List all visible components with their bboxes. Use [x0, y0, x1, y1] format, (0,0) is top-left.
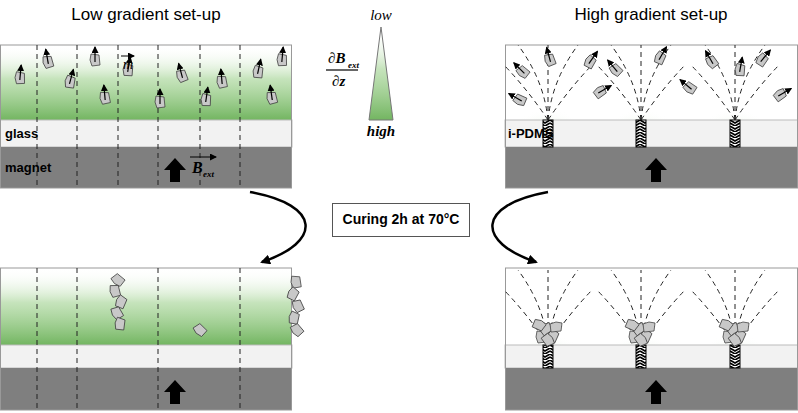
- subscript: ext: [203, 170, 214, 179]
- particle: [510, 59, 531, 80]
- low-gradient-panel: [0, 45, 292, 188]
- particle: [289, 322, 304, 338]
- high-gradient-panel: [503, 45, 798, 188]
- particle: [550, 322, 562, 332]
- particle: [64, 68, 79, 89]
- particle: [541, 332, 556, 347]
- moment-symbol: m: [123, 58, 133, 72]
- process-arrow: [492, 192, 548, 262]
- low-gradient-result: [0, 268, 292, 410]
- particle: [99, 85, 111, 105]
- particle: [728, 332, 743, 347]
- particle: [174, 62, 189, 83]
- particle: [531, 318, 546, 333]
- particle: [653, 44, 671, 65]
- layer-label: i-PDMS: [508, 127, 554, 140]
- gradient-high: high: [367, 124, 395, 139]
- field-line: [641, 65, 685, 120]
- vector-arrow: [121, 56, 134, 57]
- field-line: [548, 65, 592, 120]
- field-line: [705, 45, 735, 120]
- particle: [287, 311, 300, 326]
- particle: [677, 76, 698, 96]
- particle: [734, 56, 747, 76]
- process-arrow: [250, 192, 306, 262]
- particle: [737, 322, 749, 332]
- particle: [582, 48, 601, 69]
- particle: [772, 84, 793, 102]
- particle: [216, 69, 228, 89]
- particle: [192, 322, 207, 338]
- gradient-numerator: ∂B: [328, 51, 345, 66]
- particle: [114, 317, 126, 331]
- field-arrow: [164, 158, 186, 182]
- particle: [506, 89, 527, 107]
- particle: [291, 299, 304, 314]
- field-line: [735, 45, 736, 120]
- particle: [276, 47, 288, 67]
- vector-arrow: [190, 157, 216, 158]
- particle: [155, 89, 165, 108]
- subscript: ext: [348, 61, 359, 70]
- gradient-triangle: [369, 27, 393, 120]
- particle: [643, 322, 655, 332]
- process-box: Curing 2h at 70°C: [332, 203, 471, 236]
- particle: [754, 47, 774, 68]
- layer-label: glass: [5, 127, 38, 140]
- field-line: [597, 290, 641, 345]
- process-label: Curing 2h at 70°C: [343, 212, 460, 227]
- panel-title: Low gradient set-up: [71, 6, 220, 23]
- particle: [41, 48, 54, 68]
- field-line: [518, 45, 548, 120]
- particle: [592, 81, 613, 99]
- field-line: [691, 290, 735, 345]
- particle: [285, 286, 300, 302]
- field-line: [611, 45, 641, 120]
- field-arrow: [645, 158, 667, 182]
- field-line: [504, 290, 548, 345]
- particle: [14, 65, 26, 85]
- gradient-low: low: [370, 8, 392, 23]
- particle: [604, 57, 624, 78]
- particle: [718, 318, 733, 333]
- particle: [122, 56, 135, 76]
- particle: [542, 46, 557, 67]
- field-line: [641, 45, 671, 120]
- high-gradient-result: [503, 268, 798, 410]
- field-line: [691, 65, 735, 120]
- field-line: [641, 45, 642, 120]
- particle: [90, 47, 100, 66]
- particle: [624, 318, 639, 333]
- particle: [252, 58, 266, 79]
- particle: [291, 276, 302, 289]
- particle: [109, 284, 121, 297]
- gradient-denominator: ∂z: [332, 74, 345, 89]
- particle: [701, 48, 719, 69]
- particle: [634, 332, 649, 347]
- layer-label: magnet: [5, 161, 51, 174]
- particle: [265, 84, 278, 104]
- field-symbol: B: [192, 160, 203, 176]
- panel-title: High gradient set-up: [574, 6, 727, 23]
- field-line: [504, 65, 548, 120]
- particle: [200, 86, 213, 106]
